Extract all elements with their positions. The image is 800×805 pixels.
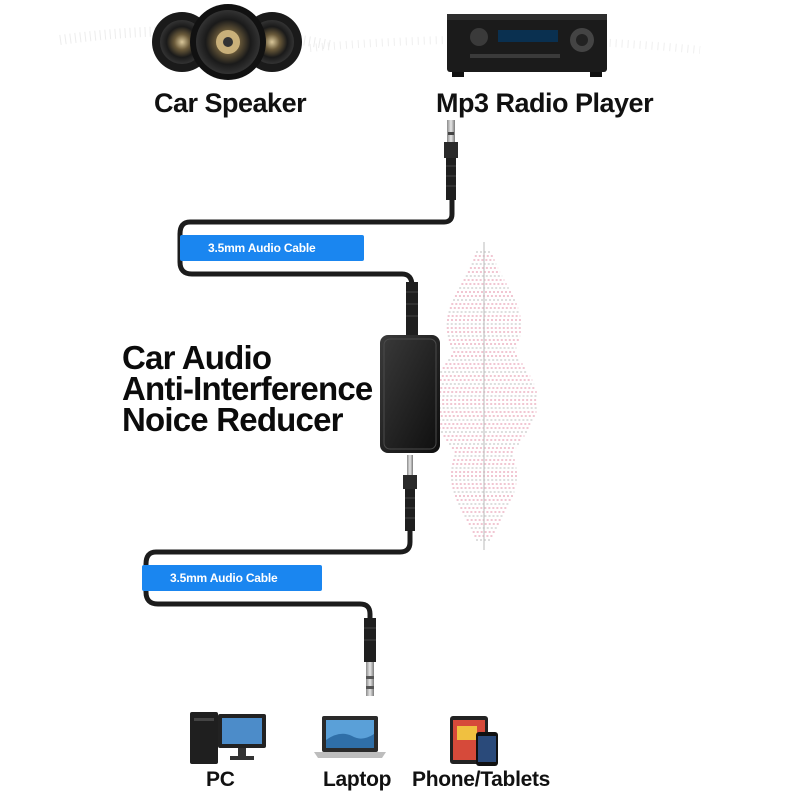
phone-tablets-label: Phone/Tablets [412, 768, 551, 791]
laptop-icon [314, 716, 386, 758]
car-speaker-label: Car Speaker [154, 88, 307, 118]
title-line-2: Anti-Interference [122, 370, 373, 407]
noise-waveform-graphic [430, 242, 538, 550]
title-line-3: Noice Reducer [122, 401, 343, 438]
top-cable [177, 120, 458, 338]
desktop-pc-icon [190, 712, 266, 764]
car-speakers-icon [152, 4, 302, 80]
phone-tablet-icon [450, 716, 498, 766]
title-line-1: Car Audio [122, 339, 272, 376]
cable-tag-top: 3.5mm Audio Cable [180, 235, 364, 261]
product-title: Car Audio Anti-Interference Noice Reduce… [122, 339, 373, 438]
mp3-radio-player-label: Mp3 Radio Player [436, 88, 654, 118]
laptop-label: Laptop [323, 768, 392, 791]
noise-reducer-box [380, 335, 440, 453]
pc-label: PC [206, 768, 235, 791]
cable-tag-bottom: 3.5mm Audio Cable [142, 565, 322, 591]
radio-receiver-icon [447, 14, 607, 77]
